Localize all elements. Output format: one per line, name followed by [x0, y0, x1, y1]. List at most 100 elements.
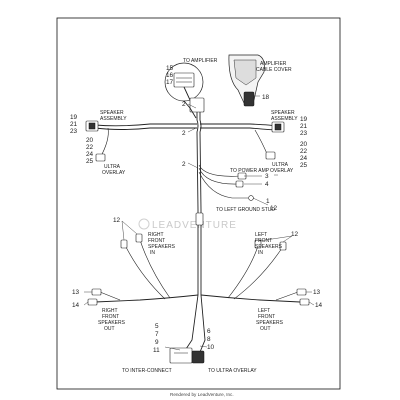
ultra-overlay-connector — [191, 350, 205, 364]
callout-11: 11 — [153, 347, 160, 354]
right-front-out-connector-a — [91, 288, 102, 296]
main-harness-trunk — [195, 112, 204, 295]
callout-23-right: 23 — [300, 130, 308, 137]
callout-17: 17 — [166, 79, 174, 86]
callout-14-right: 14 — [315, 302, 323, 309]
svg-text:OUT: OUT — [260, 326, 271, 332]
left-front-out-connector-b — [299, 298, 310, 306]
svg-text:SPEAKERS: SPEAKERS — [148, 244, 176, 250]
watermark-text: LEADVENTURE — [152, 220, 237, 231]
label-right-front-in: RIGHT FRONT SPEAKERS IN — [148, 232, 176, 256]
right-ultra-overlay-connector — [265, 151, 276, 160]
callout-19-left: 19 — [70, 114, 78, 121]
right-front-out-connector-b — [87, 298, 98, 306]
left-ultra-overlay-connector — [95, 153, 106, 162]
svg-text:IN: IN — [258, 250, 263, 256]
callout-24-left: 24 — [86, 151, 94, 158]
amplifier-sub-connector — [189, 97, 205, 113]
callout-12-right-in: 12 — [113, 217, 121, 224]
callout-numbers: 15 16 17 18 2 2 2 19 21 23 19 21 23 20 2… — [70, 65, 323, 354]
svg-text:SPEAKERS: SPEAKERS — [98, 320, 126, 326]
callout-20-left: 20 — [86, 137, 94, 144]
svg-text:SPEAKERS: SPEAKERS — [256, 320, 284, 326]
svg-text:SPEAKERS: SPEAKERS — [255, 244, 283, 250]
label-to-power-amp: TO POWER AMP — [230, 168, 270, 174]
callout-8: 8 — [207, 336, 211, 343]
ground-ring-terminal — [248, 195, 254, 201]
svg-text:FRONT: FRONT — [258, 314, 275, 320]
label-assembly-right: ASSEMBLY — [271, 116, 298, 122]
svg-text:FRONT: FRONT — [102, 314, 119, 320]
label-left-front-out: LEFT FRONT SPEAKERS OUT — [256, 308, 284, 332]
callout-12-ground: 12 — [270, 205, 278, 212]
callout-22-left: 22 — [86, 144, 94, 151]
callout-14-left: 14 — [72, 302, 80, 309]
label-assembly-left: ASSEMBLY — [100, 116, 127, 122]
right-front-in-connector-a — [135, 233, 143, 243]
label-ultra-right: ULTRA — [272, 162, 289, 168]
front-speaker-branches — [87, 233, 310, 306]
callout-6: 6 — [207, 328, 211, 335]
trunk-splice-connector — [195, 212, 204, 226]
label-amplifier: AMPLIFIER — [260, 61, 287, 67]
svg-text:FRONT: FRONT — [255, 238, 272, 244]
amplifier-connector — [173, 72, 195, 88]
label-ultra-left: ULTRA — [104, 164, 121, 170]
svg-text:OUT: OUT — [104, 326, 115, 332]
left-front-in-connector-a — [254, 239, 262, 249]
label-left-front-in: LEFT FRONT SPEAKERS IN — [255, 232, 283, 256]
label-overlay-left: OVERLAY — [102, 170, 126, 176]
amplifier-cable-cover — [228, 54, 265, 107]
callout-20-right: 20 — [300, 141, 308, 148]
label-cable-cover: CABLE COVER — [256, 67, 292, 73]
callout-7: 7 — [155, 331, 159, 338]
label-right-front-out: RIGHT FRONT SPEAKERS OUT — [98, 308, 126, 332]
svg-text:RIGHT: RIGHT — [102, 308, 118, 314]
callout-21-right: 21 — [300, 123, 308, 130]
callout-15: 15 — [166, 65, 174, 72]
credit-text: Rendered by LeadVenture, Inc. — [170, 392, 234, 397]
svg-text:LEFT: LEFT — [258, 308, 270, 314]
label-speaker-left: SPEAKER — [100, 110, 124, 116]
callout-13-right: 13 — [313, 289, 321, 296]
callout-12-left-in: 12 — [291, 231, 299, 238]
callout-4: 4 — [265, 181, 269, 188]
callout-13-left: 13 — [72, 289, 80, 296]
bottom-connectors — [169, 294, 206, 364]
callout-22-right: 22 — [300, 148, 308, 155]
callout-leaders — [83, 95, 315, 351]
amplifier-connector-group — [164, 62, 205, 119]
svg-text:FRONT: FRONT — [148, 238, 165, 244]
label-to-left-ground: TO LEFT GROUND STUD — [216, 207, 275, 213]
callout-2-lower: 2 — [182, 161, 186, 168]
callout-2-upper: 2 — [182, 101, 186, 108]
svg-text:LEFT: LEFT — [255, 232, 267, 238]
label-speaker-right: SPEAKER — [271, 110, 295, 116]
callout-24-right: 24 — [300, 155, 308, 162]
power-amp-connector-2 — [235, 180, 244, 188]
label-to-interconnect: TO INTER-CONNECT — [122, 368, 172, 374]
callout-16: 16 — [166, 72, 174, 79]
left-front-out-connector-a — [296, 288, 307, 296]
callout-25-right: 25 — [300, 162, 308, 169]
callout-25-left: 25 — [86, 158, 94, 165]
callout-10: 10 — [207, 344, 215, 351]
callout-5: 5 — [155, 323, 159, 330]
callout-21-left: 21 — [70, 121, 78, 128]
svg-text:IN: IN — [150, 250, 155, 256]
callout-19-right: 19 — [300, 116, 308, 123]
watermark-logo: LEADVENTURE — [138, 218, 237, 231]
label-to-ultra-overlay: TO ULTRA OVERLAY — [208, 368, 257, 374]
interconnect-connector — [169, 347, 193, 364]
callout-9: 9 — [155, 339, 159, 346]
svg-text:RIGHT: RIGHT — [148, 232, 164, 238]
label-to-amplifier: TO AMPLIFIER — [183, 58, 218, 64]
callout-23-left: 23 — [70, 128, 78, 135]
label-overlay-right: OVERLAY — [270, 168, 294, 174]
diagram-frame — [56, 17, 341, 390]
callout-2-middle: 2 — [182, 130, 186, 137]
callout-3: 3 — [265, 173, 269, 180]
speaker-branch-harness — [85, 120, 285, 162]
callout-18: 18 — [262, 94, 270, 101]
